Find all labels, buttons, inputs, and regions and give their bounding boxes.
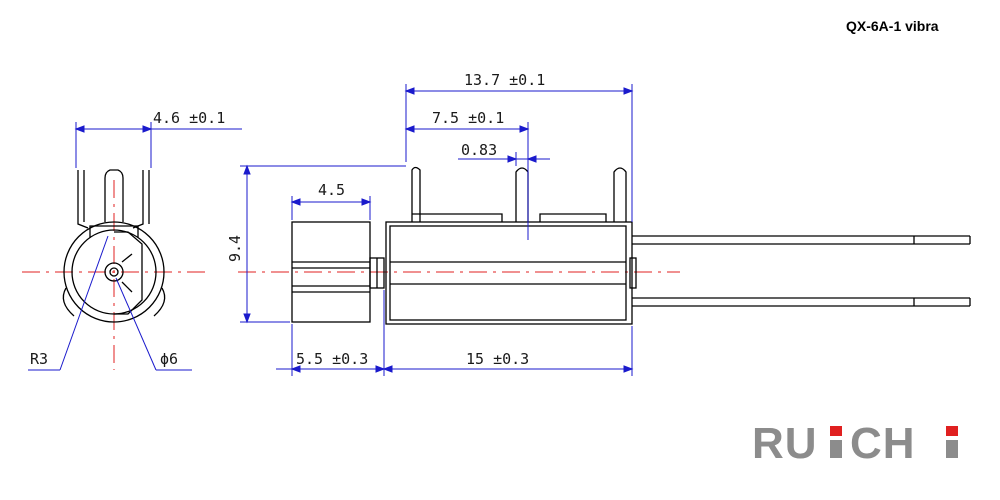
weight-width-dimension — [290, 196, 372, 220]
pin-spacing-dim-label: 7.5 ±0.1 — [432, 109, 504, 127]
logo-i-stem-2 — [946, 440, 958, 458]
overall-length-dim-label: 13.7 ±0.1 — [464, 71, 545, 89]
pin-width-dimension — [458, 152, 550, 166]
eccentric-weight — [291, 221, 385, 323]
overall-length-dimension — [404, 84, 634, 222]
body-length-dim-label: 15 ±0.3 — [466, 350, 529, 368]
front-centerlines — [22, 180, 205, 370]
weight-length-dim-label: 5.5 ±0.3 — [296, 350, 368, 368]
body-length-dimension — [382, 326, 634, 376]
logo-text-ru: RU — [752, 419, 818, 468]
weight-width-dim-label: 4.5 — [318, 181, 345, 199]
logo-text-ch: CH — [850, 419, 916, 468]
lead-wires — [632, 235, 971, 307]
front-view: 4.6 ±0.1 R3 ϕ6 — [22, 109, 242, 371]
motor-body — [385, 166, 637, 325]
height-dimension — [240, 164, 406, 324]
radius-label: R3 — [30, 350, 48, 368]
height-dim-label: 9.4 — [226, 235, 244, 262]
radius-leader — [28, 235, 109, 371]
side-view: 9.4 4.5 13.7 ±0.1 7.5 ±0.1 — [226, 71, 971, 376]
pin-width-dim-label: 0.83 — [461, 141, 497, 159]
diameter-label: ϕ6 — [160, 350, 178, 368]
weight-length-dimension — [276, 290, 386, 376]
front-width-dimension — [74, 122, 242, 168]
drawing-title: QX-6A-1 vibra — [846, 18, 939, 34]
front-body — [62, 221, 166, 323]
logo-i-stem — [830, 440, 842, 458]
pin-spacing-dimension — [404, 122, 530, 240]
logo-i-dot — [830, 426, 842, 436]
logo-i-dot-2 — [946, 426, 958, 436]
ruichi-logo: RU CH — [752, 419, 958, 468]
diameter-leader — [115, 277, 192, 371]
front-width-dim-label: 4.6 ±0.1 — [153, 109, 225, 127]
